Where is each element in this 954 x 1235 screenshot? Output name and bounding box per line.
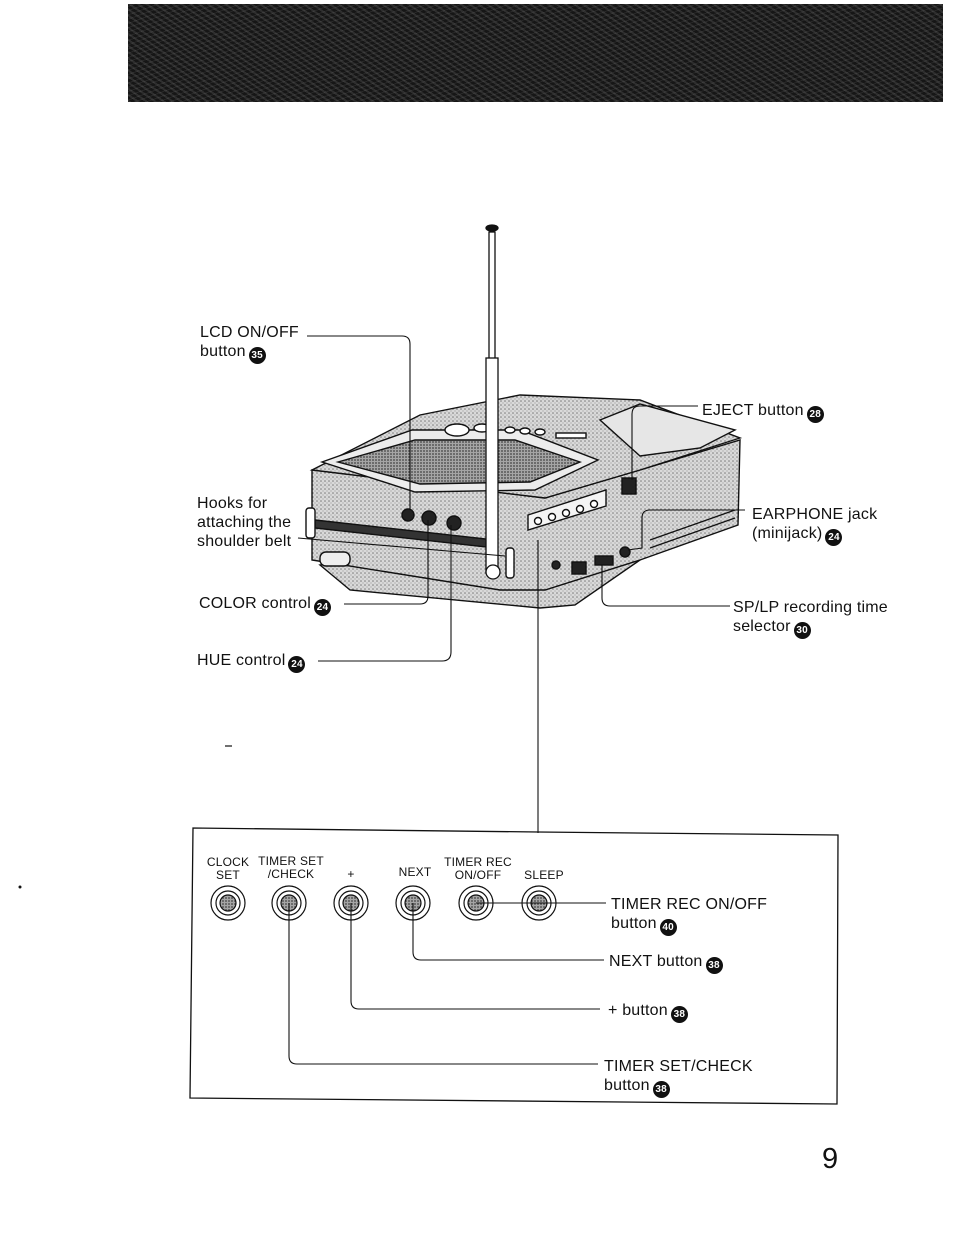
header-band xyxy=(128,4,943,102)
clock-set-label-line2: SET xyxy=(216,868,240,882)
panel-leader-lines xyxy=(288,902,606,1065)
eject-ref-number: 28 xyxy=(806,406,824,423)
timer-set-callout-line1: TIMER SET/CHECK xyxy=(604,1058,753,1075)
lcd-callout-line1: LCD ON/OFF xyxy=(200,324,299,341)
clock-set-label: CLOCK SET xyxy=(203,856,253,882)
antenna xyxy=(485,224,501,580)
plus-label: ​ + xyxy=(336,855,366,881)
timer-rec-label: TIMER REC ON/OFF xyxy=(442,856,514,882)
timer-rec-label-line1: TIMER REC xyxy=(444,855,512,869)
next-label-line2: NEXT xyxy=(398,865,432,879)
timer-rec-label-line2: ON/OFF xyxy=(454,868,502,882)
hue-ref-number: 24 xyxy=(288,656,306,673)
earphone-callout: EARPHONE jack (minijack)24 xyxy=(752,505,877,546)
hue-callout-text: HUE control xyxy=(197,652,286,669)
lcd-callout-line2: button xyxy=(200,343,246,360)
earphone-callout-line2: (minijack) xyxy=(752,525,823,542)
device-body xyxy=(305,394,743,609)
plus-ref-number: 38 xyxy=(670,1006,688,1023)
hooks-callout-line3: shoulder belt xyxy=(197,533,292,550)
earphone-callout-line1: EARPHONE jack xyxy=(752,506,878,523)
next-callout-text: NEXT button xyxy=(609,953,703,970)
eject-callout-text: EJECT button xyxy=(702,402,804,419)
earphone-ref-number: 24 xyxy=(825,529,843,546)
plus-label-line2: + xyxy=(347,867,355,881)
hooks-callout: Hooks for attaching the shoulder belt xyxy=(197,494,291,551)
next-label: ​ NEXT xyxy=(393,853,437,879)
sp-lp-callout-line2: selector xyxy=(733,618,791,635)
sp-lp-ref-number: 30 xyxy=(793,622,811,639)
sleep-label: ​ SLEEP xyxy=(519,856,569,882)
timer-set-check-label: TIMER SET /CHECK xyxy=(254,855,328,881)
clock-set-button-graphic xyxy=(210,885,246,921)
hooks-callout-line1: Hooks for xyxy=(197,495,268,512)
color-ref-number: 24 xyxy=(313,599,331,616)
panel-box xyxy=(189,827,839,1105)
timer-set-check-label-line2: /CHECK xyxy=(267,867,315,881)
page-number: 9 xyxy=(822,1143,839,1175)
leader-lines xyxy=(297,335,745,833)
hooks-callout-line2: attaching the xyxy=(197,514,292,531)
timer-set-ref-number: 38 xyxy=(652,1081,670,1098)
sp-lp-callout-line1: SP/LP recording time xyxy=(733,599,888,616)
timer-rec-callout-line2: button xyxy=(611,915,657,932)
lcd-ref-number: 35 xyxy=(248,347,266,364)
timer-set-check-label-line1: TIMER SET xyxy=(258,854,324,868)
sleep-label-line2: SLEEP xyxy=(524,868,564,882)
timer-set-callout-line2: button xyxy=(604,1077,650,1094)
timer-rec-ref-number: 40 xyxy=(659,919,677,936)
next-ref-number: 38 xyxy=(705,957,723,974)
color-callout-text: COLOR control xyxy=(199,595,311,612)
clock-set-label-line1: CLOCK xyxy=(206,855,250,869)
timer-rec-callout-line1: TIMER REC ON/OFF xyxy=(611,896,768,913)
plus-callout-text: + button xyxy=(608,1002,668,1019)
